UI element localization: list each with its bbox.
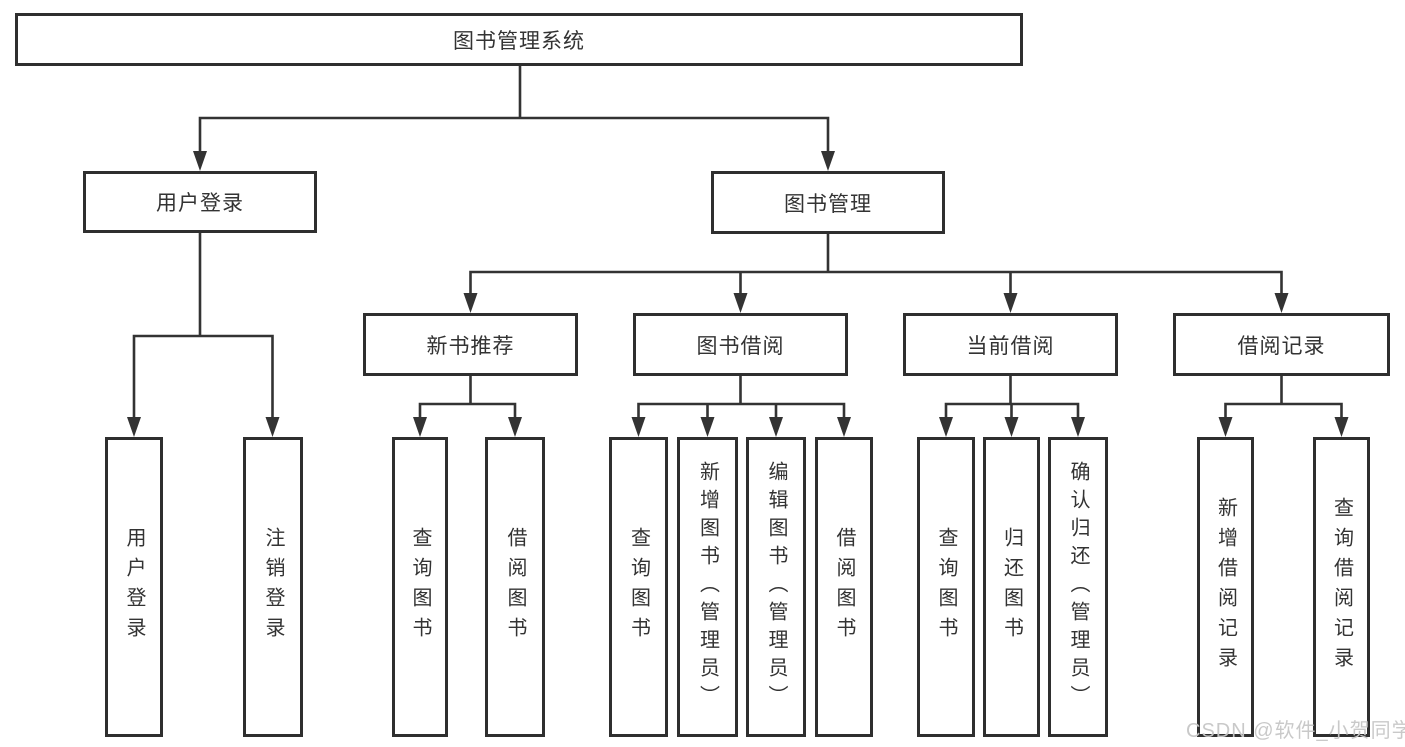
arrowhead — [1334, 417, 1349, 437]
node-login: 用户登录 — [105, 437, 163, 737]
node-label: 确认归还（管理员） — [1067, 461, 1089, 713]
arrowhead — [821, 151, 835, 171]
arrowhead — [733, 293, 748, 313]
arrowhead — [463, 293, 478, 313]
node-borrowing-records: 借阅记录 — [1173, 313, 1390, 376]
tree-connectors — [132, 64, 1343, 424]
arrowhead — [127, 417, 141, 437]
node-label: 查询图书 — [627, 527, 650, 647]
node-label: 编辑图书（管理员） — [765, 461, 787, 713]
csdn-watermark: CSDN @软件_小贺同学 — [1186, 720, 1405, 742]
arrowhead — [631, 417, 646, 437]
node-label: 查询借阅记录 — [1330, 497, 1353, 677]
arrowhead — [1004, 417, 1019, 437]
arrowhead — [193, 151, 207, 171]
node-label: 注销登录 — [262, 527, 284, 647]
node-query-borrow-record: 查询借阅记录 — [1313, 437, 1370, 737]
arrowhead — [939, 417, 953, 437]
node-label: 归还图书 — [1000, 527, 1023, 647]
arrowheads — [127, 151, 1349, 437]
node-label: 查询图书 — [935, 527, 957, 647]
node-label: 借阅图书 — [833, 527, 855, 647]
arrowhead — [1071, 417, 1085, 437]
node-add-book-admin: 新增图书（管理员） — [677, 437, 738, 737]
node-book-management: 图书管理 — [711, 171, 945, 234]
node-add-borrow-record: 新增借阅记录 — [1197, 437, 1254, 737]
node-borrow-books: 借阅图书 — [485, 437, 545, 737]
arrowhead — [1003, 293, 1018, 313]
node-root-library-system: 图书管理系统 — [15, 13, 1023, 66]
node-confirm-return-admin: 确认归还（管理员） — [1048, 437, 1108, 737]
node-label: 借阅图书 — [504, 527, 526, 647]
node-edit-book-admin: 编辑图书（管理员） — [746, 437, 806, 737]
node-borrow-books: 借阅图书 — [815, 437, 873, 737]
node-logout: 注销登录 — [243, 437, 303, 737]
node-user-login: 用户登录 — [83, 171, 317, 233]
arrowhead — [413, 417, 427, 437]
arrowhead — [265, 417, 280, 437]
node-query-books: 查询图书 — [917, 437, 975, 737]
arrowhead — [837, 417, 851, 437]
arrowhead — [769, 417, 783, 437]
arrowhead — [1218, 417, 1233, 437]
node-query-books: 查询图书 — [392, 437, 448, 737]
node-label: 新增图书（管理员） — [696, 461, 719, 713]
node-label: 新增借阅记录 — [1214, 497, 1237, 677]
node-label: 用户登录 — [123, 527, 145, 647]
arrowhead — [508, 417, 522, 437]
arrowhead — [1274, 293, 1289, 313]
arrowhead — [700, 417, 715, 437]
node-book-borrowing: 图书借阅 — [633, 313, 848, 376]
node-new-book-recommend: 新书推荐 — [363, 313, 578, 376]
node-label: 查询图书 — [409, 527, 431, 647]
node-current-borrowing: 当前借阅 — [903, 313, 1118, 376]
node-query-books: 查询图书 — [609, 437, 668, 737]
node-return-book: 归还图书 — [983, 437, 1040, 737]
